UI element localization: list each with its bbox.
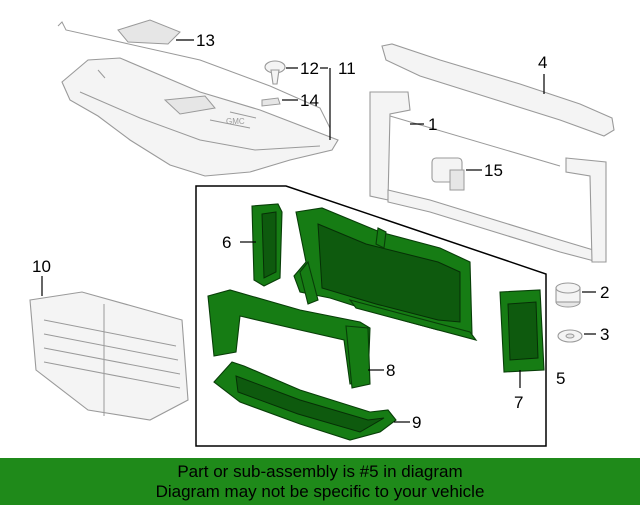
callout-8: 8 [386,361,395,380]
part-14-strip [261,97,281,107]
callout-11: 11 [338,59,356,78]
callout-13: 13 [196,31,215,50]
banner-line-2: Diagram may not be specific to your vehi… [155,481,485,501]
callout-9: 9 [412,413,421,432]
part-13-shield [117,19,181,45]
part-4-tie-bar [381,43,615,137]
callout-6: 6 [222,233,231,252]
banner-line-1: Part or sub-assembly is #5 in diagram [177,461,463,481]
callout-2: 2 [600,283,609,302]
part-8-bracket [345,325,371,389]
part-12-clip [264,60,286,85]
callout-15: 15 [484,161,503,180]
svg-text:GMC: GMC [226,117,245,126]
part-15-actuator [431,157,465,191]
part-1-radiator-support [369,91,607,263]
info-banner: Part or sub-assembly is #5 in diagram Di… [0,458,640,505]
part-lower-tie [207,289,371,385]
callout-4: 4 [538,53,547,72]
part-10-shutter [29,291,189,421]
leader-lines [41,39,596,423]
callout-3: 3 [600,325,609,344]
callout-1: 1 [428,115,437,134]
parts-diagram: GMC [29,19,615,447]
assembly-5-parts [207,203,545,441]
assembly-5-frame [195,185,547,447]
part-seal-strip [57,21,331,129]
callout-10: 10 [32,257,51,276]
callout-14: 14 [300,91,319,110]
part-2-grommet [555,282,581,308]
part-11-upper-cover: GMC [61,57,339,177]
callout-12: 12 [300,59,319,78]
callout-5: 5 [556,369,565,388]
callout-7: 7 [514,393,523,412]
part-3-washer [557,329,583,343]
